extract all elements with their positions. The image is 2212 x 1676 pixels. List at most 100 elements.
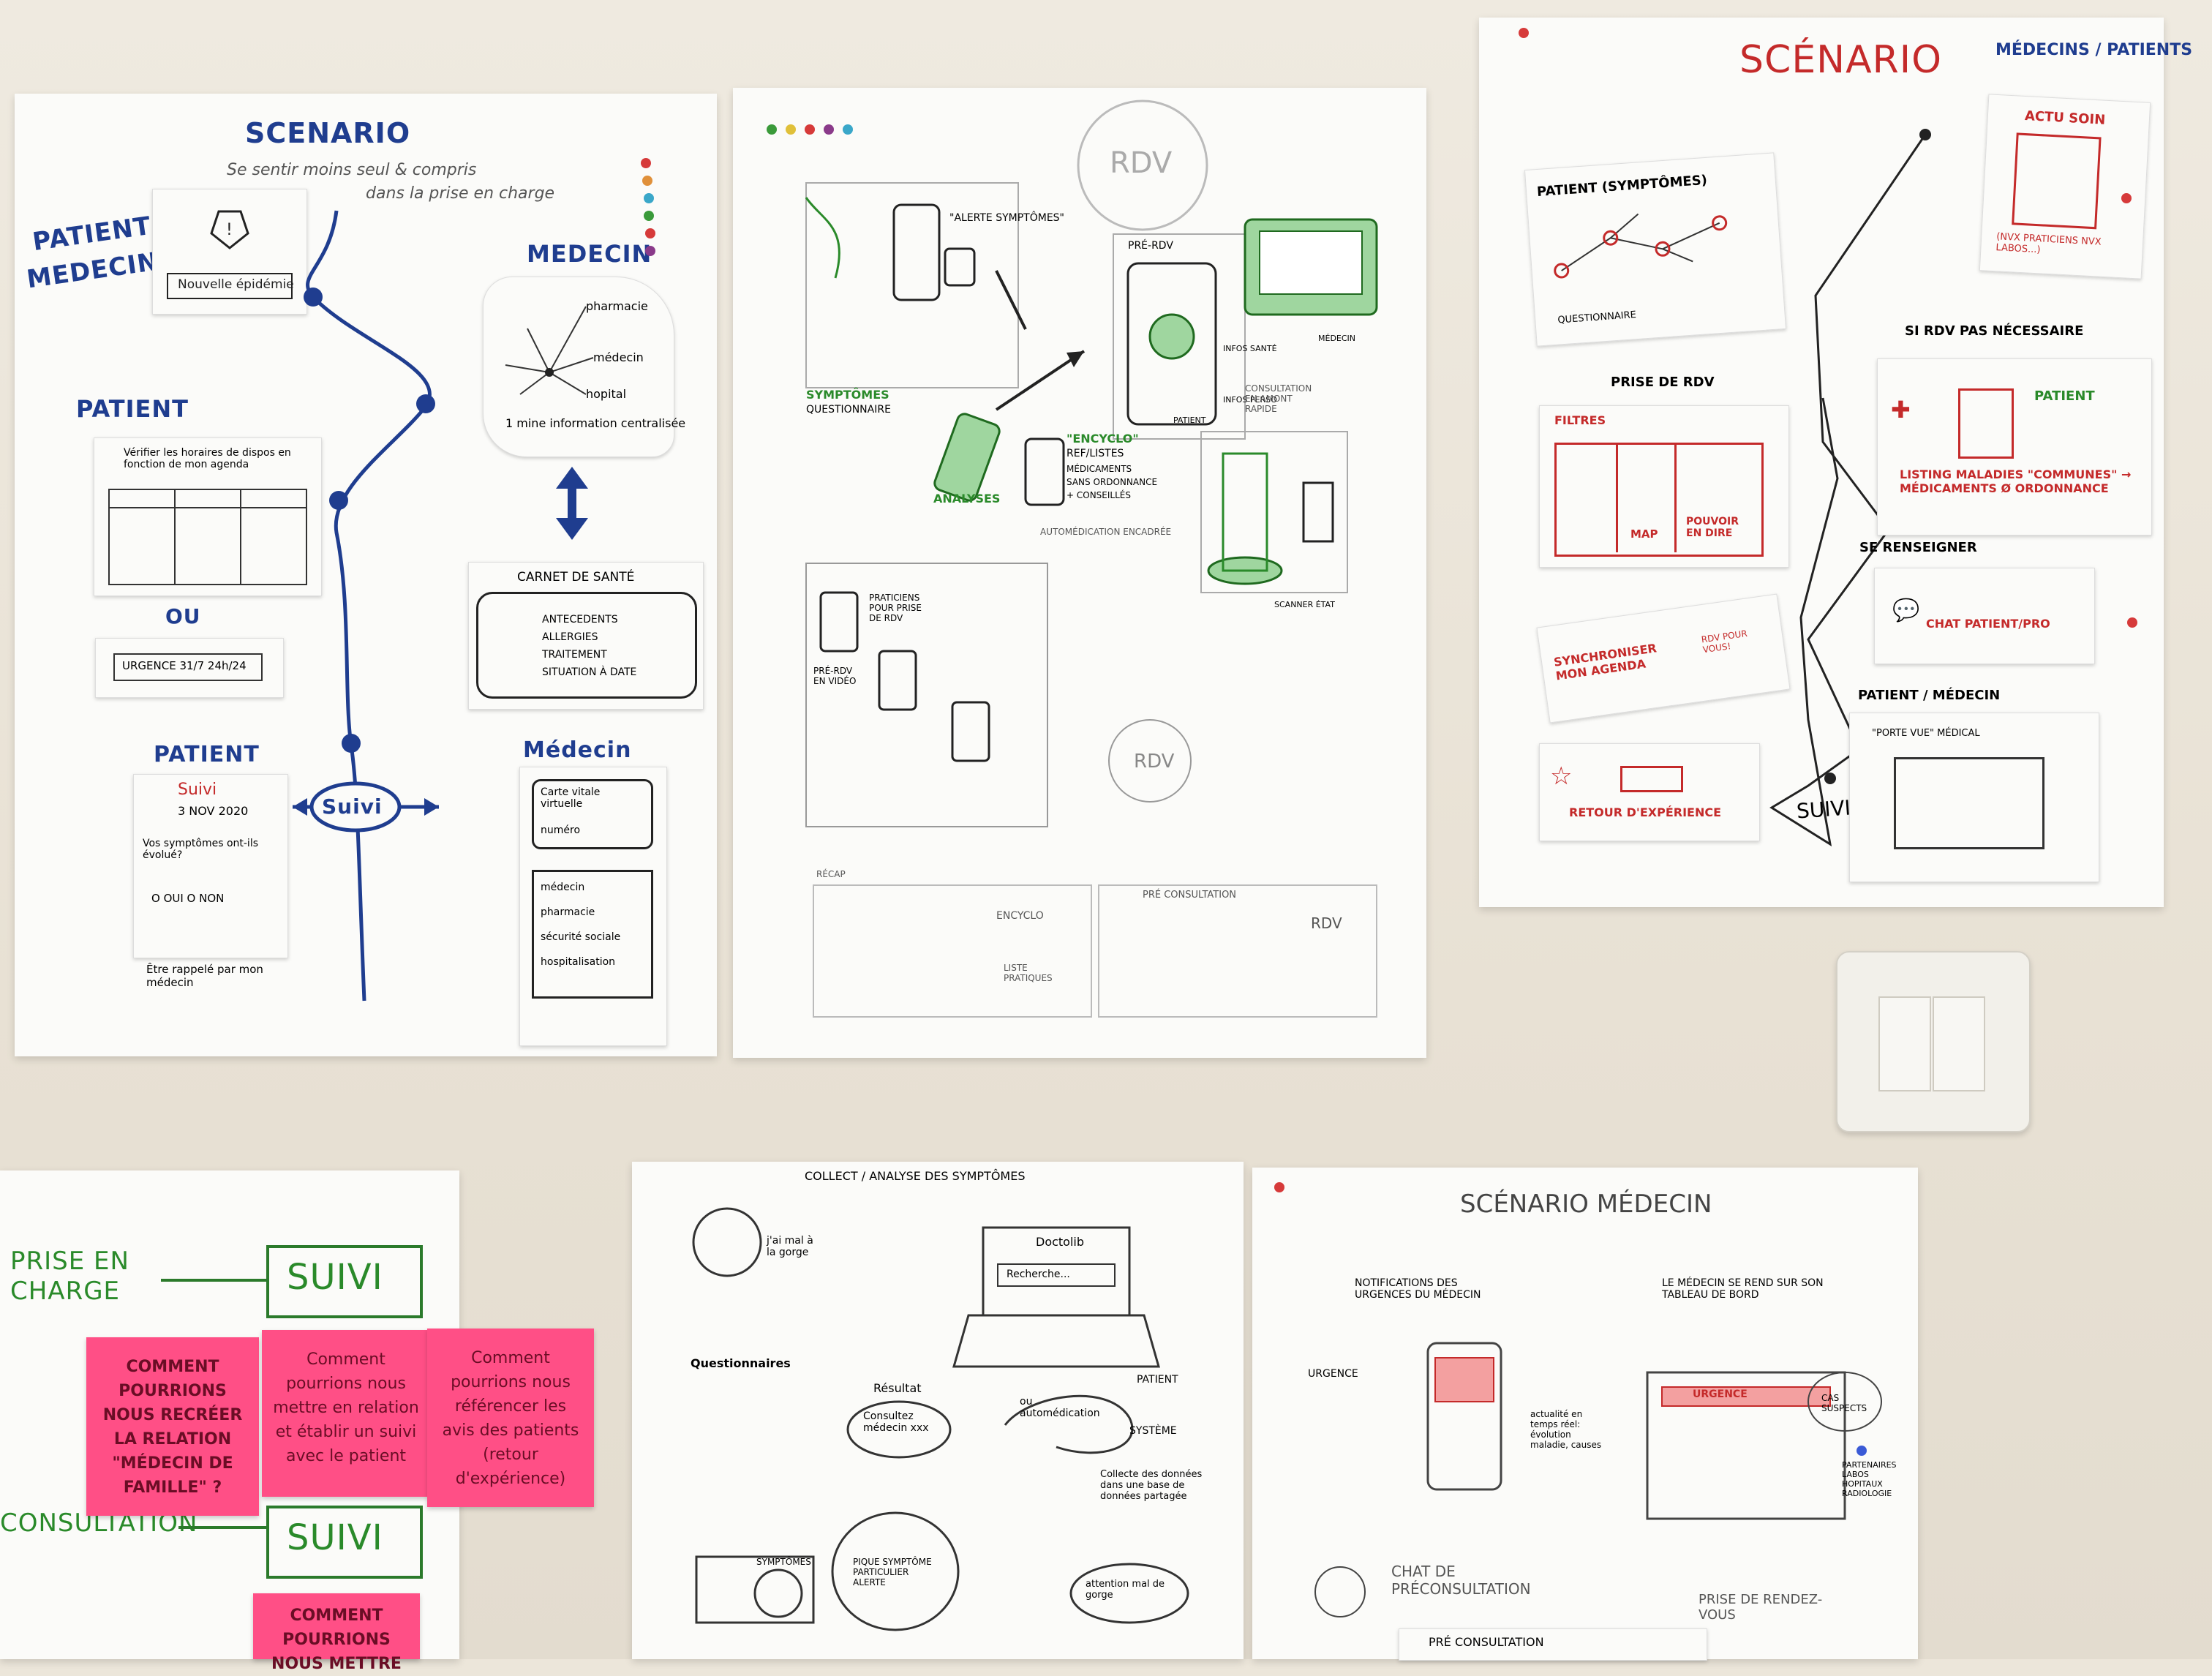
actualite-text: actualité en temps réel: évolution malad… [1530,1409,1602,1450]
label-patient-suivi: PATIENT [154,742,260,767]
filtres-divider [1674,443,1677,552]
suivi-box-2 [266,1506,423,1579]
rdv-b-label: RDV [1311,914,1342,932]
symptom-tree [1554,213,1728,279]
switch-left [1878,996,1931,1091]
listing-doc-icon [1958,388,2014,459]
mind-item-2: médecin [593,350,644,364]
liste-pratiques: LISTE PRATIQUES [1004,963,1053,983]
carnet-item-3: TRAITEMENT [542,649,607,661]
rdv-circle-label: RDV [1134,751,1175,773]
suivi-options: O OUI O NON [151,892,225,905]
urgence-text: URGENCE 31/7 24h/24 [122,659,247,672]
step1-text: NOTIFICATIONS DES URGENCES DU MÉDECIN [1355,1277,1481,1301]
carnet-frame [476,592,697,699]
sheet3-subtitle: MÉDECINS / PATIENTS [1995,41,2193,59]
agenda-text: Vérifier les horaires de dispos en fonct… [124,447,291,470]
patient-label: PATIENT [1173,416,1206,425]
medecin-label: MÉDECIN [1318,334,1356,343]
color-dot [1274,1182,1284,1192]
star-icon: ☆ [1550,762,1573,791]
label-medecin-top: MEDECIN [527,240,652,268]
automedication-label: AUTOMÉDICATION ENCADRÉE [1040,527,1172,537]
ref-item-3: + CONSEILLÉS [1066,490,1131,500]
pink-sticky-4: COMMENT POURRIONS NOUS METTRE [253,1593,420,1673]
double-arrow-icon [556,467,588,540]
retour-note: ☆ RETOUR D'EXPÉRIENCE [1539,743,1760,841]
step4-text: PRISE DE RENDEZ-VOUS [1698,1592,1823,1623]
card-number: numéro [541,824,581,836]
rdv-pour-vous: RDV POUR VOUS! [1700,628,1748,655]
mind-item-3: hopital [586,387,627,401]
agenda-note: Vérifier les horaires de dispos en fonct… [94,437,322,596]
infos-sante: INFOS SANTÉ [1223,344,1277,353]
infos-perso: INFOS PERSO [1223,395,1277,405]
sheet2-sketches [805,99,1378,1018]
color-dot [641,158,651,168]
sheet5-sketches [692,1207,1189,1631]
light-switch [1836,951,2031,1132]
resultat-label: Résultat [873,1381,922,1395]
vitale-card [532,779,653,849]
partenaires-text: PARTENAIRES LABOS HOPITAUX RADIOLOGIE [1842,1460,1897,1498]
color-dot [642,176,652,186]
color-dot [2127,617,2137,628]
card-list-2: pharmacie [541,906,595,918]
consultez-text: Consultez médecin xxx [863,1410,929,1434]
filtres-divider [1616,443,1618,552]
synchro-text: SYNCHRONISER MON AGENDA [1552,641,1658,683]
scenario-sheet-6: SCÉNARIO MÉDECIN NOTIFICATIONS DES URGEN… [1252,1168,1918,1661]
pre-rdv-label: PRÉ-RDV [1128,240,1173,252]
ref-label: REF/LISTES [1066,448,1124,459]
scanner-label: SCANNER ÉTAT [1274,600,1335,609]
label-ou: OU [165,604,201,628]
doctolib-label: Doctolib [1036,1235,1085,1249]
consultation-label: CONSULTATION EN AMONT RAPIDE [1245,383,1312,414]
urgence-note: URGENCE 31/7 24h/24 [95,638,284,698]
porte-vue-frame [1894,757,2044,849]
sheet1-subtitle: Se sentir moins seul & compris [227,161,477,179]
color-dot [1856,1446,1867,1456]
questionnaire-label: QUESTIONNAIRE [806,404,891,416]
sheet6-sketches [1314,1342,1882,1617]
card-note: Carte vitale virtuelle numéro médecin ph… [519,767,667,1046]
urgence-label: URGENCE [1308,1368,1358,1380]
urgence-box-label: URGENCE [1693,1388,1748,1400]
attention-text: attention mal de gorge [1086,1579,1165,1601]
color-dot [1519,28,1529,38]
listing-text: LISTING MALADIES "COMMUNES" → MÉDICAMENT… [1900,467,2132,495]
svg-text:!: ! [226,221,233,239]
color-dot [644,211,654,221]
pink-sticky-3: Comment pourrions nous référencer les av… [427,1329,594,1507]
symptomes-label: SYMPTÔMES [806,388,889,402]
suivi-word: Suivi [178,781,217,799]
scenario-sheet-3: SCÉNARIO MÉDECINS / PATIENTS ACTU SOIN (… [1479,18,2192,907]
color-dot [645,228,655,238]
color-dot [645,246,655,256]
color-dot [767,124,777,135]
mind-caption: 1 mine information centralisée [505,416,686,430]
bubble-text: j'ai mal à la gorge [767,1235,813,1258]
systeme-label: SYSTÈME [1129,1425,1177,1437]
sheet3-title: SCÉNARIO [1739,38,1943,82]
card-list-1: médecin [541,882,585,893]
ref-item-1: MÉDICAMENTS [1066,464,1132,474]
si-rdv-text: SI RDV PAS NÉCESSAIRE [1905,323,2084,339]
urgence-box [113,653,263,681]
symptomes-chart-label: SYMPTÔMES [756,1557,811,1567]
pre-rdv-video: PRÉ-RDV EN VIDÉO [813,666,857,686]
patient-label-5: PATIENT [1137,1374,1178,1386]
carnet-title: CARNET DE SANTÉ [517,570,635,585]
questionnaires-label: Questionnaires [691,1356,791,1370]
ref-item-2: SANS ORDONNANCE [1066,477,1158,487]
color-dot [786,124,796,135]
card-list-4: hospitalisation [541,956,616,968]
sheet6-title: SCÉNARIO MÉDECIN [1460,1190,1712,1219]
prise-en-charge: PRISE EN CHARGE [10,1247,129,1306]
suivi-box-2-label: SUIVI [287,1517,383,1558]
rdv-title: RDV [1110,146,1173,180]
pique-text: PIQUE SYMPTÔME PARTICULIER ALERTE [853,1557,932,1587]
card-label: Carte vitale virtuelle [541,786,601,810]
filtres-frame [1554,443,1764,557]
connector-line [178,1526,266,1529]
